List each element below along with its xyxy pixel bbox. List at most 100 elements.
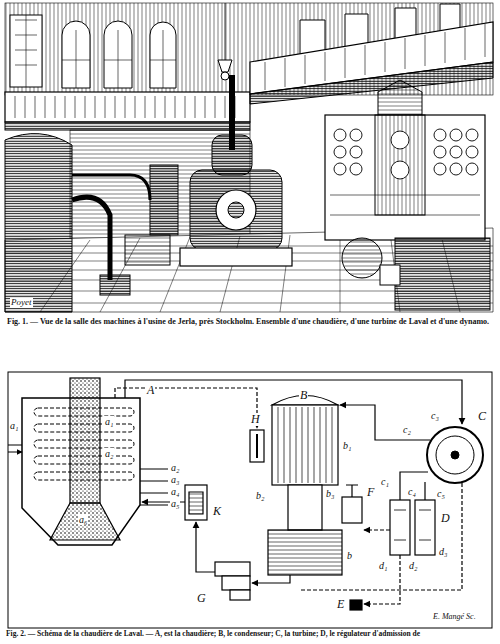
switchboard-engraving [378, 80, 422, 115]
switchboard-engraving [395, 238, 490, 310]
switchboard-engraving [350, 146, 362, 158]
apparatus [222, 576, 250, 590]
room [221, 72, 229, 80]
turbine-engraving [190, 170, 282, 250]
artist-signature: Poyet [10, 298, 33, 308]
turbine [451, 451, 459, 459]
windows [10, 15, 42, 87]
turbine-engraving [216, 190, 256, 230]
apparatus [346, 485, 358, 497]
part-letter: c₄ [407, 486, 417, 497]
part-letter: a₁ [9, 420, 19, 431]
boiler-engraving [5, 134, 72, 312]
switchboard-engraving [466, 163, 478, 175]
room [5, 92, 250, 122]
frame [8, 372, 492, 628]
part-letter: K [212, 505, 222, 518]
apparatus [189, 492, 203, 514]
part-letter: b [346, 550, 353, 561]
condenser [272, 405, 338, 485]
switchboard-engraving [391, 161, 409, 179]
pipes [196, 522, 215, 572]
apparatus [230, 590, 250, 600]
part-letter: a₅ [170, 498, 180, 509]
switchboard-engraving [380, 265, 400, 285]
part-letter: C [477, 410, 487, 423]
switchboard-engraving [334, 129, 346, 141]
switchboard-engraving [325, 80, 490, 310]
room [5, 122, 250, 130]
turbine [427, 427, 483, 483]
switchboard-engraving [350, 163, 362, 175]
switchboard-engraving [450, 163, 462, 175]
part-letter: c₂ [402, 424, 412, 435]
switchboard-engraving [330, 195, 480, 215]
apparatus [185, 430, 435, 610]
part-letter: c₃ [430, 410, 440, 421]
part-letter: a₃ [170, 474, 180, 485]
pipes [364, 529, 390, 530]
switchboard-engraving [375, 115, 425, 215]
apparatus [250, 430, 264, 462]
part-letter: b₁ [342, 440, 352, 451]
part-letter: E [336, 598, 345, 611]
apparatus [394, 510, 431, 540]
switchboard-engraving [434, 163, 446, 175]
pipes [252, 575, 290, 583]
part-letter: a₆ [78, 514, 88, 525]
turbine-engraving [228, 202, 244, 218]
turbine-engraving [180, 248, 292, 266]
part-letter: a₄ [170, 486, 180, 497]
switchboard-engraving [391, 131, 409, 149]
boiler-engraving [100, 275, 130, 295]
apparatus [256, 434, 258, 458]
turbine [436, 436, 474, 474]
part-letter: b₂ [255, 490, 265, 501]
apparatus [415, 500, 435, 555]
pipes [400, 472, 428, 500]
boiler [50, 503, 120, 540]
boiler [8, 445, 22, 452]
switchboard-engraving [334, 163, 346, 175]
part-letter: B [299, 389, 308, 402]
switchboard-engraving [466, 146, 478, 158]
part-letter: b₃ [325, 488, 335, 499]
part-letter: d₂ [408, 560, 418, 571]
switchboard-engraving [325, 115, 485, 240]
room [150, 165, 178, 235]
part-letter: D [440, 512, 451, 525]
room [15, 96, 235, 118]
pipes [364, 555, 400, 604]
switchboard-engraving [466, 129, 478, 141]
switchboard-engraving [342, 238, 382, 278]
room [250, 62, 493, 104]
room [225, 3, 226, 60]
pipes [340, 405, 430, 440]
switchboard-engraving [450, 129, 462, 141]
boiler [70, 378, 100, 503]
condenser [278, 407, 332, 483]
part-letter: a₂ [170, 462, 180, 473]
part-letter: H [250, 413, 261, 426]
turbine-engraving [125, 75, 292, 266]
part-letter: d₁ [378, 560, 388, 571]
apparatus [350, 600, 362, 610]
switchboard-engraving [434, 146, 446, 158]
apparatus [390, 500, 410, 555]
part-letter: c₅ [436, 488, 446, 499]
turbine [427, 427, 483, 483]
part-letter: a₂ [104, 448, 114, 459]
figure-caption: Fig. 2. — Schéma de la chaudière de Lava… [5, 630, 497, 638]
turbine-engraving [125, 235, 170, 265]
boiler-engraving [5, 134, 150, 312]
part-letter: F [366, 486, 375, 499]
windows [15, 15, 37, 87]
boiler-engraving [72, 197, 110, 280]
switchboard-engraving [450, 146, 462, 158]
boiler [140, 469, 168, 505]
boiler-engraving [72, 175, 150, 200]
pipes [115, 380, 462, 604]
windows [62, 30, 176, 88]
room [218, 60, 232, 72]
part-letter: a₁ [104, 416, 114, 427]
